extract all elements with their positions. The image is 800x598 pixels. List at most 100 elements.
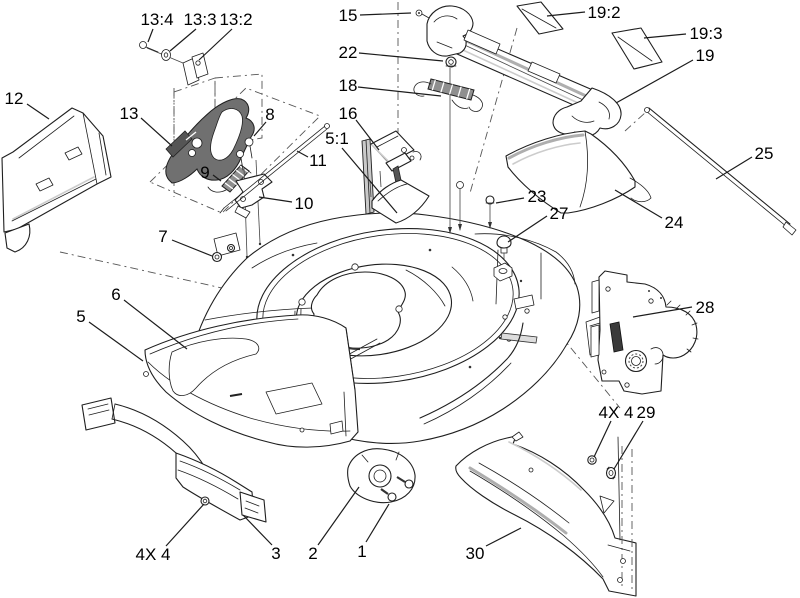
part-24-cover [505,130,652,214]
callout-29: 29 [613,403,656,470]
nut-4x4-rear [587,455,597,465]
part-25-rod [644,107,797,236]
callout-label-18: 18 [339,76,358,95]
callout-label-29: 29 [637,403,656,422]
part-11-rod [219,123,330,214]
leader-line-12 [26,103,50,120]
leader-line-6 [123,299,188,350]
deck-bottom-rim [419,322,524,425]
callout-label-27: 27 [550,204,569,223]
callout-label-12: 12 [5,89,24,108]
callout-label-13-3: 13:3 [183,10,216,29]
callout-24: 24 [614,189,684,232]
part-2-cover-plate [347,448,416,504]
callout-label-19: 19 [696,46,715,65]
callout-label-1: 1 [357,542,366,561]
leader-line-10 [258,196,293,203]
leader-line-7 [171,239,213,257]
callout-label-2: 2 [308,544,317,563]
callout-10: 10 [258,194,313,213]
callout-label-4x4-front: 4X 4 [136,545,171,564]
callout-label-16: 16 [339,104,358,123]
callout-25: 25 [715,144,773,180]
leader-line-13-4 [147,28,154,43]
callout-15: 15 [339,6,412,25]
leader-line-28 [632,306,693,318]
callout-13-4: 13:4 [140,10,174,43]
leader-line-13-2 [198,28,233,61]
callout-label-9: 9 [200,163,209,182]
callout-13-3: 13:3 [169,10,217,52]
callout-label-3: 3 [271,544,280,563]
part-29-washer [605,466,617,480]
leader-line-5 [88,321,144,362]
leader-line-2 [317,486,360,546]
part-22-nut [445,56,457,234]
leader-line-4x4-front [165,503,205,547]
callout-label-11: 11 [309,151,327,170]
callout-13-2: 13:2 [198,10,253,61]
part-18-spring [413,78,483,112]
leader-line-8 [253,121,267,137]
callout-label-19-3: 19:3 [689,24,722,43]
part-9-spring [207,164,252,193]
callout-2: 2 [308,486,360,563]
leader-line-13-3 [169,28,197,52]
leader-line-15 [359,12,412,16]
part-12-side-cover [1,107,112,253]
callout-label-7: 7 [158,227,167,246]
callout-22: 22 [339,43,444,62]
nut-4x4-front [200,496,210,506]
callout-label-22: 22 [339,43,358,62]
leader-line-3 [242,514,273,546]
leader-line-19-3 [643,33,687,39]
callout-label-13: 13 [120,104,139,123]
callout-label-28: 28 [696,298,715,317]
callout-19: 19 [615,46,715,104]
part-13-sub-fasteners [139,41,209,86]
callout-label-5: 5 [76,307,85,326]
bolt-near-16 [456,181,464,231]
callout-label-13-4: 13:4 [140,10,173,29]
callout-label-30: 30 [466,544,485,563]
leader-line-11 [296,150,309,158]
leader-line-19-2 [546,11,586,17]
callout-27: 27 [507,204,569,243]
callout-label-4x4-rear: 4X 4 [599,403,634,422]
callout-3: 3 [242,514,281,563]
callout-28: 28 [632,298,715,318]
callout-4x4-front: 4X 4 [136,503,205,564]
leader-line-9 [212,174,222,182]
callout-5-1: 5:1 [325,129,398,214]
part-1-bolts [380,476,414,502]
callout-label-5-1: 5:1 [325,129,349,148]
leader-line-1 [365,503,390,543]
leader-line-13 [140,117,173,147]
leader-line-5-1 [341,147,398,214]
part-28-hoc-plate [590,270,699,395]
leader-line-30 [485,527,522,547]
part-16-chute-bracket [361,130,430,224]
callout-label-13-2: 13:2 [219,10,252,29]
callout-1: 1 [357,503,390,561]
callout-label-23: 23 [528,187,547,206]
part-30-discharge-chute [455,431,637,597]
part-15-screw [415,9,430,19]
leader-line-18 [357,86,442,97]
callout-8: 8 [253,105,275,137]
callout-13: 13 [120,104,173,147]
callout-label-24: 24 [665,213,684,232]
callout-9: 9 [200,163,222,182]
callout-19-3: 19:3 [643,24,723,43]
leader-line-22 [358,52,444,62]
part-19-3-trim [611,27,663,70]
callout-7: 7 [158,227,213,257]
part-10-bracket [234,173,273,219]
leader-line-27 [507,215,548,243]
callout-30: 30 [466,527,522,563]
callout-label-6: 6 [111,285,120,304]
part-13-brake-bracket [165,98,255,184]
callout-11: 11 [296,150,327,170]
leader-line-29 [613,420,644,470]
